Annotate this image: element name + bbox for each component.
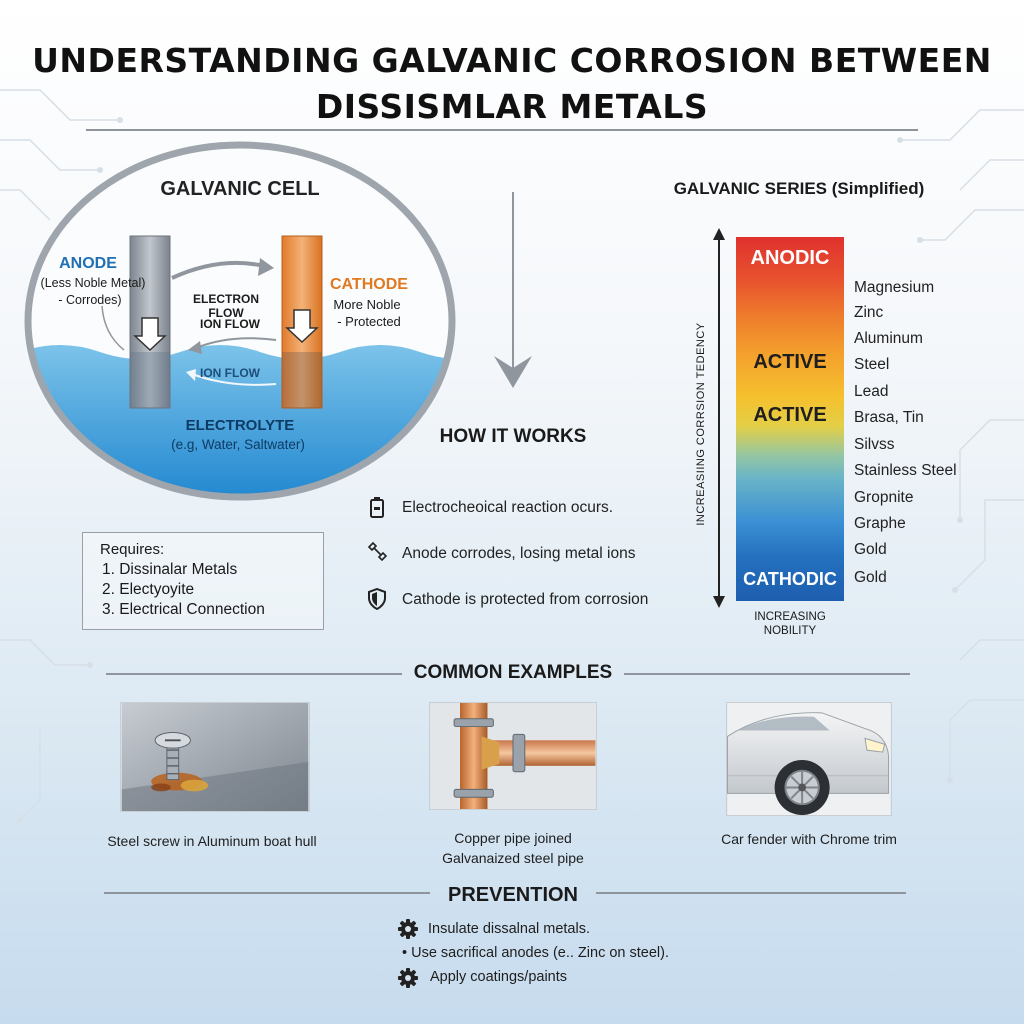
- series-label-anodic: ANODIC: [750, 247, 830, 269]
- steel-screw-image: [120, 702, 310, 812]
- cathode-label: CATHODE: [330, 276, 408, 293]
- down-arrow-icon: [494, 192, 532, 388]
- prevention-title: PREVENTION: [447, 884, 579, 906]
- examples-divider-right: [624, 673, 910, 675]
- gear-icon: [398, 968, 418, 988]
- metal-item: Lead: [854, 383, 889, 400]
- metal-item: Silvss: [854, 436, 895, 453]
- series-label-active: ACTIVE: [753, 404, 827, 426]
- copper-pipe-image: [429, 702, 597, 810]
- page-title: UNDERSTANDING GALVANIC CORROSION BETWEEN…: [0, 38, 1024, 130]
- prevention-divider-left: [104, 892, 430, 894]
- title-divider: [86, 129, 918, 131]
- prevention-divider-right: [596, 892, 906, 894]
- metal-item: Brasa, Tin: [854, 409, 924, 426]
- requirements-title: Requires:: [100, 541, 165, 558]
- electrolyte-label: ELECTROLYTE: [185, 417, 295, 434]
- example-caption: Car fender with Chrome trim: [721, 831, 897, 847]
- gear-icon: [398, 919, 418, 939]
- metal-item: Magnesium: [854, 279, 935, 296]
- anode-sublabel: - Corrodes): [58, 293, 122, 307]
- example-caption: Steel screw in Aluminum boat hull: [107, 833, 317, 849]
- wrench-icon: [367, 541, 388, 562]
- prevention-item: • Use sacrifical anodes (e.. Zinc on ste…: [402, 945, 669, 961]
- metal-item: Stainless Steel: [854, 462, 957, 479]
- requirement-item: 1. Dissinalar Metals: [102, 561, 238, 578]
- prevention-item: Insulate dissalnal metals.: [428, 921, 590, 937]
- electrolyte-sublabel: (e.g, Water, Saltwater): [171, 437, 305, 452]
- common-examples-title: COMMON EXAMPLES: [413, 662, 613, 683]
- battery-icon: [370, 497, 384, 518]
- how-it-works-item: Anode corrodes, losing metal ions: [402, 545, 636, 562]
- metal-item: Aluminum: [854, 330, 923, 347]
- how-it-works-item: Electrocheoical reaction ocurs.: [402, 499, 614, 516]
- requirement-item: 2. Electyoyite: [102, 581, 195, 598]
- metal-item: Steel: [854, 356, 890, 373]
- metal-item: Graphe: [854, 515, 906, 532]
- nobility-label: INCREASING: [754, 611, 826, 623]
- how-it-works-title: HOW IT WORKS: [439, 426, 587, 447]
- nobility-label: NOBILITY: [763, 625, 817, 637]
- requirements-box: [82, 532, 324, 630]
- cathode-sublabel: More Noble: [333, 297, 401, 312]
- ion-flow-label: ION FLOW: [200, 317, 260, 331]
- series-axis-arrow: [713, 228, 725, 608]
- galvanic-series-bar: [736, 237, 844, 601]
- prevention-item: Apply coatings/paints: [430, 969, 568, 985]
- galvanic-cell-title: GALVANIC CELL: [160, 178, 320, 200]
- page-title-line2: DISSISMLAR METALS: [315, 87, 709, 126]
- metal-item: Gold: [854, 569, 887, 586]
- requirement-item: 3. Electrical Connection: [102, 601, 265, 618]
- example-caption: Copper pipe joined: [454, 830, 572, 846]
- examples-divider-left: [106, 673, 402, 675]
- cathode-sublabel: - Protected: [337, 314, 401, 329]
- galvanic-cell-diagram: [24, 141, 456, 501]
- metal-item: Gold: [854, 541, 887, 558]
- metal-item: Zinc: [854, 304, 884, 321]
- car-fender-image: [726, 702, 892, 816]
- example-caption: Galvanaized steel pipe: [442, 850, 584, 866]
- shield-icon: [368, 588, 386, 610]
- metal-item: Gropnite: [854, 489, 914, 506]
- anode-sublabel: (Less Noble Metal): [40, 276, 146, 290]
- series-label-cathodic: CATHODIC: [743, 569, 837, 589]
- anode-label: ANODE: [59, 255, 117, 272]
- electron-flow-label: ELECTRON FLOW: [193, 292, 259, 320]
- galvanic-series-title: GALVANIC SERIES (Simplified): [673, 179, 925, 198]
- corrosion-tendency-axis-label: INCREASIING CORRSION TEDENCY: [695, 322, 707, 526]
- page-title-line1: UNDERSTANDING GALVANIC CORROSION BETWEEN: [32, 41, 992, 80]
- how-it-works-item: Cathode is protected from corrosion: [402, 591, 649, 608]
- series-label-active: ACTIVE: [753, 351, 827, 373]
- ion-flow-label: ION FLOW: [200, 366, 260, 380]
